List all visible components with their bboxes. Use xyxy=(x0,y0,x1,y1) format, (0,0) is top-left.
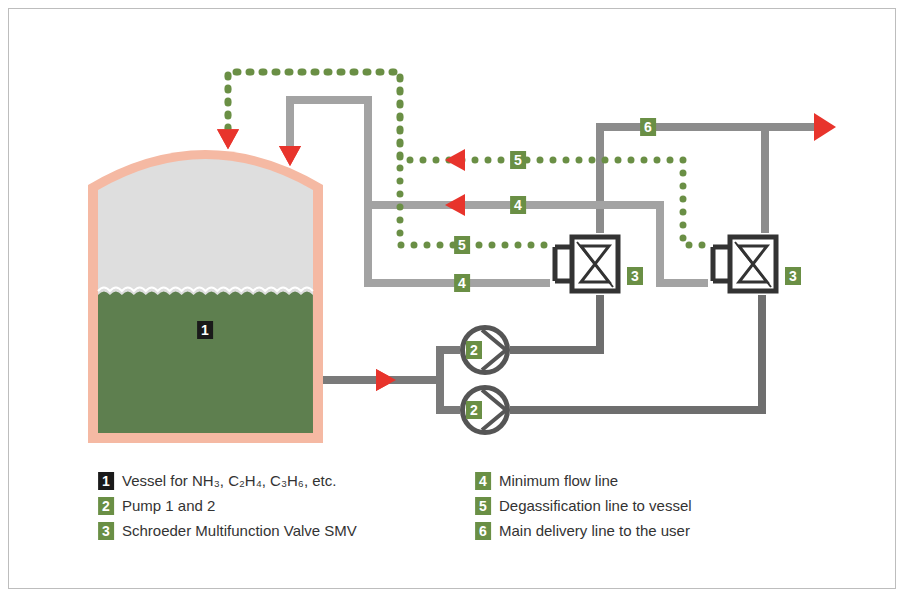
flow-line-path xyxy=(510,295,762,410)
valve-outline xyxy=(550,233,646,295)
line-number: 5 xyxy=(454,236,470,254)
arrowhead xyxy=(445,149,465,171)
line-number: 4 xyxy=(510,196,526,214)
line-number: 5 xyxy=(510,151,526,169)
valve-outline xyxy=(708,233,804,295)
legend-text: Schroeder Multifunction Valve SMV xyxy=(122,522,357,540)
legend-number: 2 xyxy=(98,497,114,515)
flow-line-path xyxy=(323,350,460,380)
callout-number: 2 xyxy=(466,401,482,419)
flow-line xyxy=(279,100,708,283)
vessel-shape: 1 xyxy=(88,145,323,443)
line-number: 4 xyxy=(454,274,470,292)
arrowhead xyxy=(279,146,301,166)
legend-text: Minimum flow line xyxy=(499,472,618,490)
flow-line-path xyxy=(323,380,460,410)
main-delivery-line xyxy=(600,127,818,233)
flow-line-path xyxy=(290,100,708,283)
legend-text: Degassification line to vessel xyxy=(499,497,692,515)
legend-number: 1 xyxy=(98,472,114,490)
pump-symbol: 2 xyxy=(460,385,510,435)
legend-number: 6 xyxy=(475,522,491,540)
flow-line xyxy=(510,295,600,350)
arrowhead xyxy=(376,369,396,391)
flow-line-path xyxy=(510,295,600,350)
callout-number: 1 xyxy=(197,321,213,339)
flow-line-path xyxy=(290,100,550,283)
valve-symbol: 3 xyxy=(708,233,804,295)
callout-number: 3 xyxy=(785,267,801,285)
legend-number: 4 xyxy=(475,472,491,490)
legend-text: Vessel for NH₃, C₂H₄, C₃H₆, etc. xyxy=(122,472,336,490)
vessel-outline xyxy=(88,145,323,443)
valve-symbol: 3 xyxy=(550,233,646,295)
arrowhead xyxy=(217,129,239,149)
arrowhead xyxy=(376,369,396,391)
flow-line xyxy=(510,295,762,410)
legend-number: 3 xyxy=(98,522,114,540)
pump-symbol: 2 xyxy=(460,325,510,375)
legend-text: Main delivery line to the user xyxy=(499,522,690,540)
flow-line xyxy=(323,369,460,410)
callout-number: 2 xyxy=(466,341,482,359)
line-number: 6 xyxy=(640,118,656,136)
callout-number: 3 xyxy=(627,267,643,285)
legend-text: Pump 1 and 2 xyxy=(122,497,215,515)
arrowhead xyxy=(445,194,465,216)
arrowhead xyxy=(279,146,301,166)
legend-number: 5 xyxy=(475,497,491,515)
arrowhead xyxy=(217,129,239,149)
delivery-arrow xyxy=(814,113,836,141)
frame-border xyxy=(9,9,896,589)
